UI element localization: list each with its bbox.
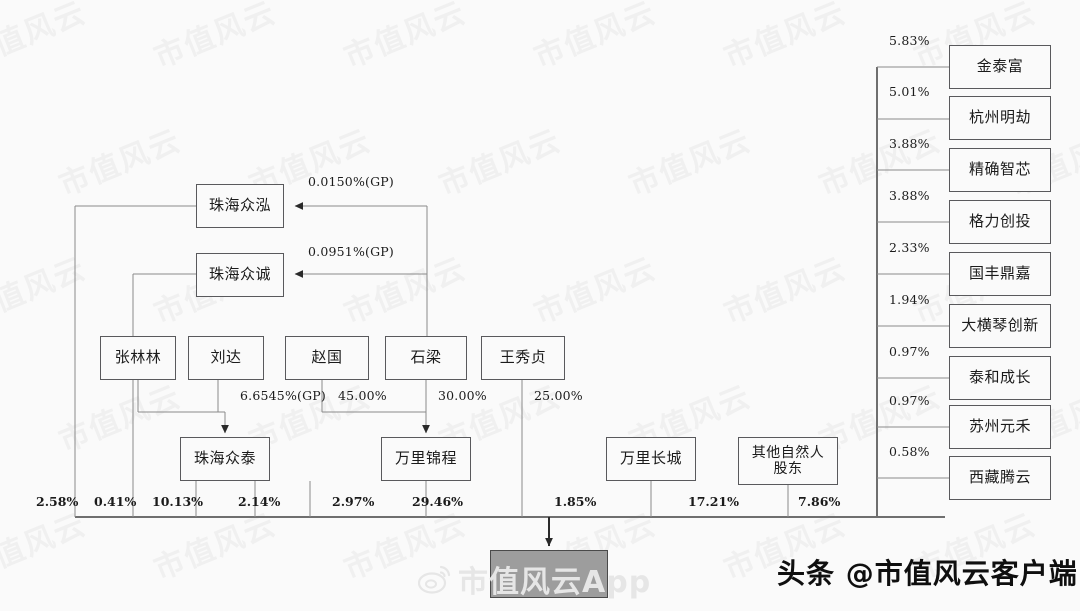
node-wanli-changcheng[interactable]: 万里长城 [606, 437, 696, 481]
node-company[interactable] [490, 550, 608, 598]
percent-jingque-zhixin: 3.88% [889, 136, 930, 151]
edge-label-gp-zhongtai: 6.6545%(GP) [240, 388, 326, 403]
percent-taihe-chengzhang: 0.97% [889, 344, 930, 359]
edge-label-gp-zhonghong: 0.0150%(GP) [308, 174, 394, 189]
bottom-pct-wang-xiuzhen: 1.85% [554, 494, 597, 509]
bottom-pct-wanli-changcheng: 17.21% [688, 494, 740, 509]
node-zhuhai-zhonghong[interactable]: 珠海众泓 [196, 184, 284, 228]
percent-xizang-tengyun: 0.58% [889, 444, 930, 459]
bottom-pct-zhuhai-zhongtai: 10.13% [152, 494, 204, 509]
node-label: 万里锦程 [394, 449, 457, 468]
bottom-pct-other-natural: 7.86% [798, 494, 841, 509]
percent-dahengqin-chuangxin: 1.94% [889, 292, 930, 307]
node-label: 苏州元禾 [968, 417, 1031, 436]
node-label: 西藏腾云 [968, 468, 1031, 487]
edge-label-wangxiuzhen-share: 25.00% [534, 388, 583, 403]
node-wang-xiuzhen[interactable]: 王秀贞 [481, 336, 565, 380]
node-label: 其他自然人 股东 [751, 444, 825, 477]
edge-label-zhaoguo-to-jincheng: 45.00% [338, 388, 387, 403]
node-label: 大横琴创新 [961, 316, 1039, 335]
node-jingque-zhixin[interactable]: 精确智芯 [949, 148, 1051, 192]
node-label: 石梁 [410, 348, 442, 367]
edge-label-shiliang-to-jincheng: 30.00% [438, 388, 487, 403]
node-label: 格力创投 [968, 212, 1031, 231]
node-label: 珠海众泰 [193, 449, 256, 468]
node-label: 万里长城 [619, 449, 682, 468]
node-dahengqin-chuangxin[interactable]: 大横琴创新 [949, 304, 1051, 348]
node-zhuhai-zhongcheng[interactable]: 珠海众诚 [196, 253, 284, 297]
node-label: 刘达 [210, 348, 242, 367]
node-zhang-linlin[interactable]: 张林林 [100, 336, 176, 380]
node-zhao-guo[interactable]: 赵国 [285, 336, 369, 380]
node-hangzhou-mingjie[interactable]: 杭州明劫 [949, 96, 1051, 140]
node-label: 精确智芯 [968, 160, 1031, 179]
node-suzhou-yuanhe[interactable]: 苏州元禾 [949, 405, 1051, 449]
node-label: 金泰富 [976, 57, 1024, 76]
node-guofeng-dingjia[interactable]: 国丰鼎嘉 [949, 252, 1051, 296]
node-shi-liang[interactable]: 石梁 [385, 336, 467, 380]
node-label: 杭州明劫 [968, 108, 1031, 127]
node-label: 张林林 [114, 348, 162, 367]
percent-hangzhou-mingjie: 5.01% [889, 84, 930, 99]
node-geli-chuangtou[interactable]: 格力创投 [949, 200, 1051, 244]
node-liu-da[interactable]: 刘达 [188, 336, 264, 380]
bottom-pct-liu-da: 0.41% [94, 494, 137, 509]
toutiao-brand-text: 头条 @市值风云客户端 [777, 557, 1078, 590]
node-zhuhai-zhongtai[interactable]: 珠海众泰 [180, 437, 270, 481]
node-taihe-chengzhang[interactable]: 泰和成长 [949, 356, 1051, 400]
percent-guofeng-dingjia: 2.33% [889, 240, 930, 255]
percent-jin-taifu: 5.83% [889, 33, 930, 48]
edge-label-gp-zhongcheng: 0.0951%(GP) [308, 244, 394, 259]
percent-geli-chuangtou: 3.88% [889, 188, 930, 203]
node-other-natural-shareholders[interactable]: 其他自然人 股东 [738, 437, 838, 485]
node-label: 珠海众泓 [208, 196, 271, 215]
bottom-pct-zhuhai-zhongtai-b: 2.14% [238, 494, 281, 509]
node-xizang-tengyun[interactable]: 西藏腾云 [949, 456, 1051, 500]
bottom-pct-zhang-linlin: 2.58% [36, 494, 79, 509]
node-label: 王秀贞 [499, 348, 547, 367]
node-label: 赵国 [311, 348, 343, 367]
node-wanli-jincheng[interactable]: 万里锦程 [381, 437, 471, 481]
percent-suzhou-yuanhe: 0.97% [889, 393, 930, 408]
node-label: 泰和成长 [968, 368, 1031, 387]
bottom-pct-wanli-jincheng: 29.46% [412, 494, 464, 509]
node-label: 珠海众诚 [208, 265, 271, 284]
node-jin-taifu[interactable]: 金泰富 [949, 45, 1051, 89]
bottom-pct-zhao-guo: 2.97% [332, 494, 375, 509]
node-label: 国丰鼎嘉 [968, 264, 1031, 283]
